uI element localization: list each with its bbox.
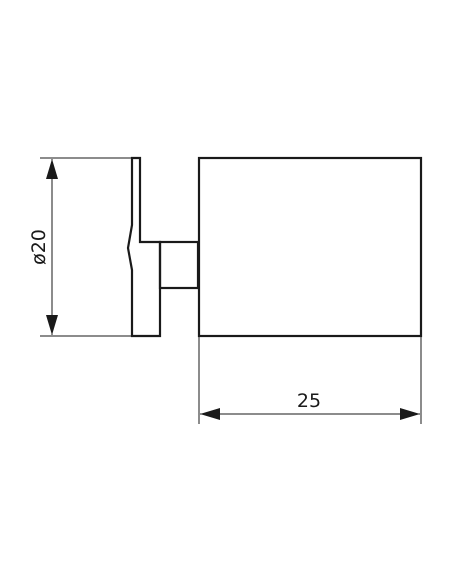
flange-profile	[126, 156, 162, 338]
part-outline	[126, 156, 423, 338]
shaft	[158, 240, 200, 290]
length-dimension	[198, 336, 422, 424]
diameter-label: ø20	[28, 229, 50, 265]
knob-body	[197, 156, 423, 338]
diameter-dimension	[40, 157, 132, 337]
length-label: 25	[297, 390, 321, 412]
